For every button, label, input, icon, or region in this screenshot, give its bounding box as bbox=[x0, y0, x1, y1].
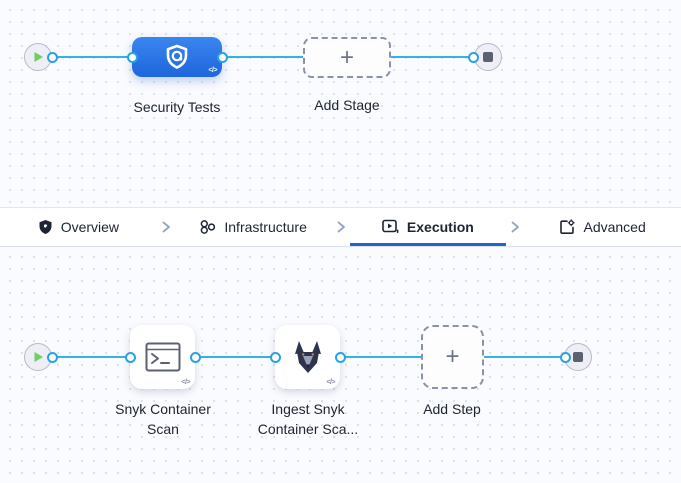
add-step-label: Add Step bbox=[423, 401, 481, 417]
stage-label: Security Tests bbox=[133, 99, 221, 115]
start-out-port[interactable] bbox=[46, 351, 58, 363]
step-node-ingest-snyk[interactable]: </> bbox=[275, 325, 340, 389]
infrastructure-nodes-icon bbox=[201, 220, 216, 234]
shield-scan-icon bbox=[166, 44, 188, 69]
step1-label: Snyk Container Scan bbox=[115, 401, 211, 437]
tab-advanced-label: Advanced bbox=[583, 219, 646, 235]
end-in-port[interactable] bbox=[559, 351, 571, 363]
edge-addstage-to-end bbox=[391, 56, 473, 58]
step-node-snyk-container-scan[interactable]: </> bbox=[130, 325, 195, 389]
edge-addstep-to-end bbox=[484, 356, 565, 358]
stage-node-security-tests[interactable]: </> bbox=[132, 37, 222, 77]
tab-overview[interactable]: Overview bbox=[0, 208, 157, 246]
code-badge: </> bbox=[326, 379, 335, 386]
tab-overview-label: Overview bbox=[60, 219, 120, 235]
add-step-button[interactable]: + bbox=[421, 325, 484, 389]
tab-advanced[interactable]: Advanced bbox=[524, 208, 681, 246]
edge-step1-to-step2 bbox=[195, 356, 275, 358]
plus-icon: + bbox=[339, 43, 354, 71]
stage-out-port[interactable] bbox=[216, 51, 228, 63]
tab-infrastructure-label: Infrastructure bbox=[224, 219, 307, 235]
step2-out-port[interactable] bbox=[334, 351, 346, 363]
step2-in-port[interactable] bbox=[269, 351, 281, 363]
edge-step2-to-addstep bbox=[340, 356, 421, 358]
code-badge: </> bbox=[208, 67, 217, 74]
chevron-right-icon bbox=[506, 208, 524, 246]
tab-execution[interactable]: Execution bbox=[350, 208, 507, 246]
step1-in-port[interactable] bbox=[124, 351, 136, 363]
add-stage-label: Add Stage bbox=[314, 97, 380, 113]
stage-in-port[interactable] bbox=[126, 51, 138, 63]
play-icon bbox=[34, 52, 43, 62]
terminal-icon bbox=[145, 342, 180, 372]
edge-start-to-stage bbox=[52, 56, 132, 58]
start-out-port[interactable] bbox=[46, 51, 58, 63]
plus-icon: + bbox=[445, 343, 460, 370]
edge-start-to-step1 bbox=[52, 356, 130, 358]
end-in-port[interactable] bbox=[467, 51, 479, 63]
tab-execution-label: Execution bbox=[406, 219, 474, 235]
snyk-dog-icon bbox=[294, 341, 321, 373]
stage-config-tabbar: Overview Infrastructure Execution bbox=[0, 207, 681, 247]
code-badge: </> bbox=[181, 379, 190, 386]
step-graph-canvas[interactable]: </> </> + Snyk Container Scan Ingest Sny… bbox=[0, 247, 681, 483]
edge-stage-to-addstage bbox=[222, 56, 303, 58]
stop-icon bbox=[573, 352, 583, 362]
tab-infrastructure[interactable]: Infrastructure bbox=[175, 208, 332, 246]
stop-icon bbox=[483, 52, 493, 62]
pipeline-end-node bbox=[474, 43, 502, 71]
shield-icon bbox=[39, 220, 52, 234]
step2-label: Ingest Snyk Container Sca... bbox=[257, 401, 359, 437]
add-stage-button[interactable]: + bbox=[303, 37, 391, 78]
stage-graph-canvas[interactable]: </> + Security Tests Add Stage bbox=[0, 0, 681, 207]
chevron-right-icon bbox=[157, 208, 175, 246]
advanced-gear-doc-icon bbox=[560, 219, 576, 234]
chevron-right-icon bbox=[332, 208, 350, 246]
play-icon bbox=[34, 352, 43, 362]
step1-out-port[interactable] bbox=[189, 351, 201, 363]
execution-play-icon bbox=[382, 219, 399, 233]
